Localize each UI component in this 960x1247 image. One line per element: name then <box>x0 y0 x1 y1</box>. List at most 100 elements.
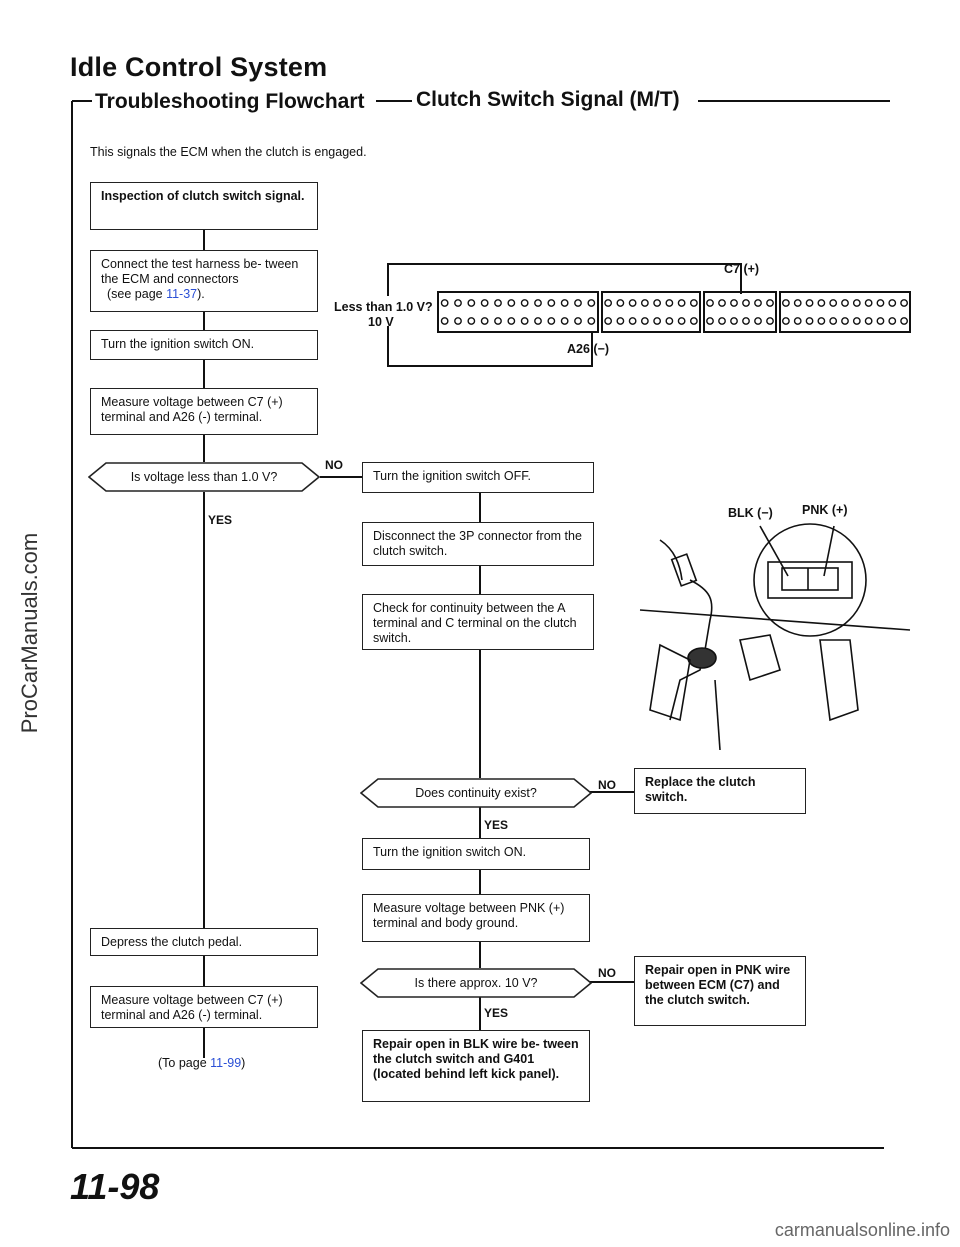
connector-pin <box>829 317 838 325</box>
connector-pin <box>628 317 637 325</box>
connector-pin <box>829 299 838 307</box>
connector-pin <box>793 317 802 325</box>
connect-harness-ref: (see page 11-37). <box>101 287 307 302</box>
connector-pin <box>793 299 802 307</box>
connector-pin <box>689 317 698 325</box>
connector-pin <box>574 299 582 307</box>
measure-pnk-box: Measure voltage between PNK (+) terminal… <box>362 894 590 942</box>
connector-pin <box>520 317 529 325</box>
continuity-decision-text: Does continuity exist? <box>415 786 537 800</box>
connector-pin <box>782 299 790 307</box>
less-than-label: Less than 1.0 V? <box>334 300 433 314</box>
connector-pin <box>616 299 625 307</box>
connector-pin <box>480 299 489 307</box>
ecm-connector-diagram <box>387 263 911 367</box>
connector-pin <box>547 299 556 307</box>
connector-pin <box>507 299 516 307</box>
ref-suffix: ). <box>197 287 205 301</box>
connector-pin <box>665 317 674 325</box>
connector-pin <box>574 317 582 325</box>
connector-pin <box>467 299 476 307</box>
connector-pin <box>653 317 662 325</box>
connector-pin <box>754 299 762 307</box>
repair-blk-box: Repair open in BLK wire be- tween the cl… <box>362 1030 590 1102</box>
yes-label-3: YES <box>484 1006 509 1020</box>
to-page-ref: (To page 11-99) <box>158 1056 245 1070</box>
replace-switch-box: Replace the clutch switch. <box>634 768 806 814</box>
c7-label: C7 (+) <box>724 262 760 276</box>
connector-pin <box>520 299 529 307</box>
connector-pin <box>454 299 462 307</box>
connect-harness-box: Connect the test harness be- tween the E… <box>90 250 318 312</box>
connector-pin <box>888 299 897 307</box>
clutch-switch-illustration <box>639 523 911 750</box>
connector-pin <box>560 299 569 307</box>
connector-pin <box>706 299 714 307</box>
connector-pin <box>852 317 861 325</box>
connector-pin <box>742 299 750 307</box>
connect-harness-text: Connect the test harness be- tween the E… <box>101 257 299 286</box>
connector-pin <box>718 317 726 325</box>
connector-pin <box>706 317 714 325</box>
connector-pin <box>805 299 814 307</box>
ignition-off-box: Turn the ignition switch OFF. <box>362 462 594 493</box>
section-title: Troubleshooting Flowchart <box>95 90 365 113</box>
connector-pin <box>742 317 750 325</box>
footer-site: carmanualsonline.info <box>774 1220 950 1240</box>
to-suffix: ) <box>241 1056 246 1070</box>
connector-pin <box>587 299 596 307</box>
yes-label-2: YES <box>484 818 509 832</box>
disconnect-connector-box: Disconnect the 3P connector from the clu… <box>362 522 594 566</box>
connector-pin <box>494 299 502 307</box>
to-prefix: (To page <box>158 1056 211 1070</box>
connector-pin <box>507 317 516 325</box>
page-link-11-37[interactable]: 11-37 <box>166 287 198 301</box>
connector-pin <box>628 299 637 307</box>
connector-pin <box>852 299 861 307</box>
page-title: Idle Control System <box>70 52 328 82</box>
connector-pin <box>587 317 596 325</box>
ref-prefix: (see page <box>107 287 167 301</box>
connector-pin <box>900 299 908 307</box>
voltage-decision: Is voltage less than 1.0 V? <box>88 462 320 492</box>
section-subtitle: Clutch Switch Signal (M/T) <box>416 88 680 111</box>
measure-voltage-box: Measure voltage between C7 (+) terminal … <box>90 388 318 435</box>
connector-pin <box>689 299 698 307</box>
connector-pin <box>440 317 449 325</box>
connector-pin <box>604 299 613 307</box>
connector-pin <box>730 317 738 325</box>
connector-pin <box>440 299 449 307</box>
ten-volt-decision: Is there approx. 10 V? <box>360 968 592 998</box>
connector-pin <box>677 299 686 307</box>
connector-pin <box>640 317 649 325</box>
ten-volt-decision-text: Is there approx. 10 V? <box>414 976 538 990</box>
connector-pin <box>560 317 569 325</box>
no-label-3: NO <box>598 966 616 980</box>
continuity-decision: Does continuity exist? <box>360 778 592 808</box>
ignition-on-2-box: Turn the ignition switch ON. <box>362 838 590 870</box>
connector-pin <box>718 299 726 307</box>
connector-pin <box>604 317 613 325</box>
connector-pin <box>841 317 849 325</box>
connector-pin <box>782 317 790 325</box>
blk-label: BLK (−) <box>728 506 773 520</box>
connector-pin <box>534 317 542 325</box>
voltage-decision-text: Is voltage less than 1.0 V? <box>130 470 278 484</box>
connector-pin <box>766 317 774 325</box>
connector-pin <box>888 317 897 325</box>
measure-voltage-2-box: Measure voltage between C7 (+) terminal … <box>90 986 318 1028</box>
connector-pin <box>616 317 625 325</box>
connector-pin <box>547 317 556 325</box>
a26-label: A26 (−) <box>567 342 610 356</box>
page-number: 11-98 <box>70 1166 160 1207</box>
connector-pin <box>534 299 542 307</box>
connector-pin <box>817 317 826 325</box>
connector-pin <box>805 317 814 325</box>
intro-text: This signals the ECM when the clutch is … <box>90 145 367 159</box>
connector-pin <box>876 317 885 325</box>
ten-volt-label: 10 V <box>368 315 394 329</box>
connector-pin <box>900 317 908 325</box>
ignition-on-box: Turn the ignition switch ON. <box>90 330 318 360</box>
connector-pin <box>864 299 873 307</box>
page-link-11-99[interactable]: 11-99 <box>210 1056 242 1070</box>
